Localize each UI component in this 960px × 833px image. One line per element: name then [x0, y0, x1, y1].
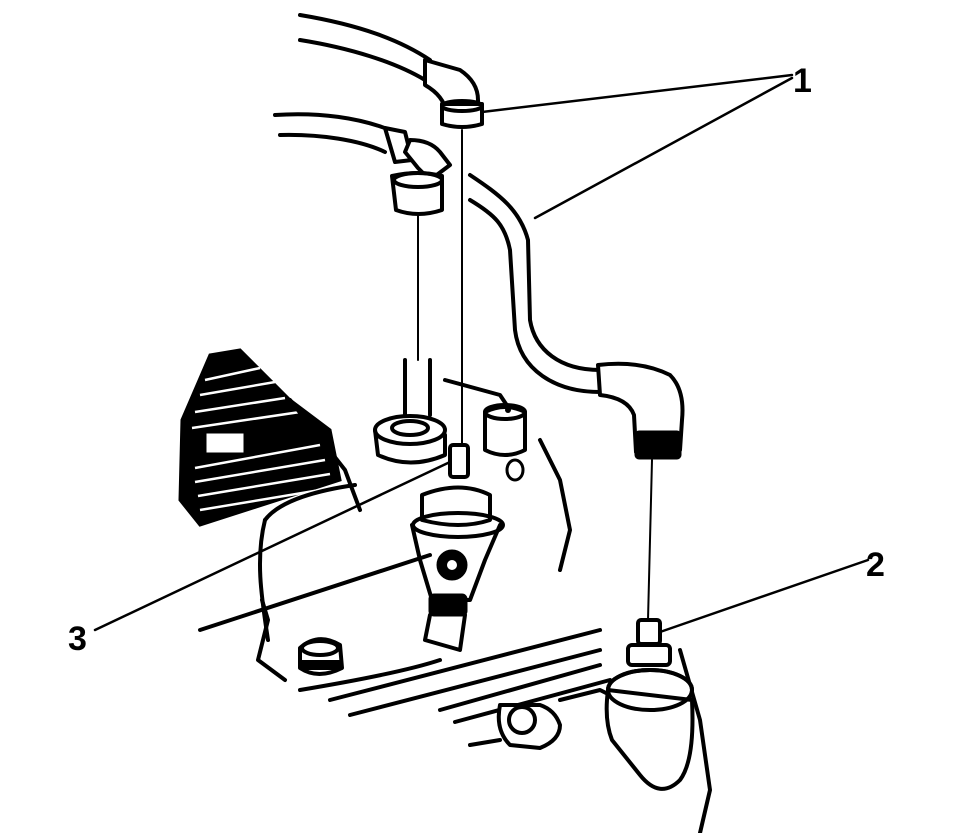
small-cylinder [483, 403, 527, 457]
pipe-post [373, 358, 512, 465]
alignment-lines [417, 129, 653, 621]
callout-3: 3 [68, 620, 87, 658]
routing-hose [468, 173, 685, 460]
callouts: 1 2 3 [68, 62, 885, 658]
leader-3 [93, 460, 452, 632]
leader-1b [533, 76, 794, 220]
lower-fitting [604, 618, 695, 791]
upper-hose [298, 13, 484, 129]
side-bolt [468, 703, 562, 750]
pressure-regulator [410, 443, 525, 652]
leader-1a [480, 73, 794, 114]
leader-lines [93, 73, 870, 634]
leader-2 [658, 558, 870, 634]
ribbed-component [178, 348, 342, 527]
callout-2: 2 [866, 546, 885, 584]
bolt-lower-left [298, 637, 344, 676]
callout-1: 1 [793, 62, 812, 100]
second-hose [273, 112, 452, 216]
manifold-body [198, 398, 712, 833]
